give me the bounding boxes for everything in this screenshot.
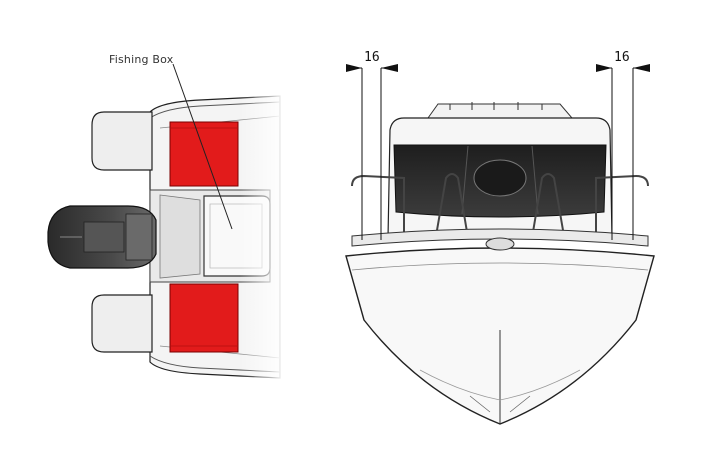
outboard-engine — [47, 205, 157, 269]
dimension-arrow-right-inner — [596, 64, 612, 72]
dimension-left-value: 16 — [364, 50, 380, 65]
dimension-right: 16 — [596, 50, 650, 240]
dimension-arrow-left-outer — [346, 64, 362, 72]
fishing-box-label: Fishing Box — [109, 53, 174, 66]
lower-side-module — [91, 294, 153, 353]
callout-leader-line — [172, 63, 233, 230]
front-view-bow — [345, 102, 655, 425]
lower-seat-cushion-highlight — [169, 283, 239, 353]
dimension-arrow-right-outer — [633, 64, 650, 72]
dimension-right-value: 16 — [614, 50, 630, 65]
top-view-stern — [47, 90, 285, 385]
steering-console — [473, 159, 527, 197]
dimension-left: 16 — [346, 50, 398, 240]
fishing-box-callout: Fishing Box — [109, 53, 233, 230]
dimension-arrow-left-inner — [381, 64, 398, 72]
upper-seat-cushion-highlight — [169, 121, 239, 187]
upper-side-module — [91, 111, 153, 171]
